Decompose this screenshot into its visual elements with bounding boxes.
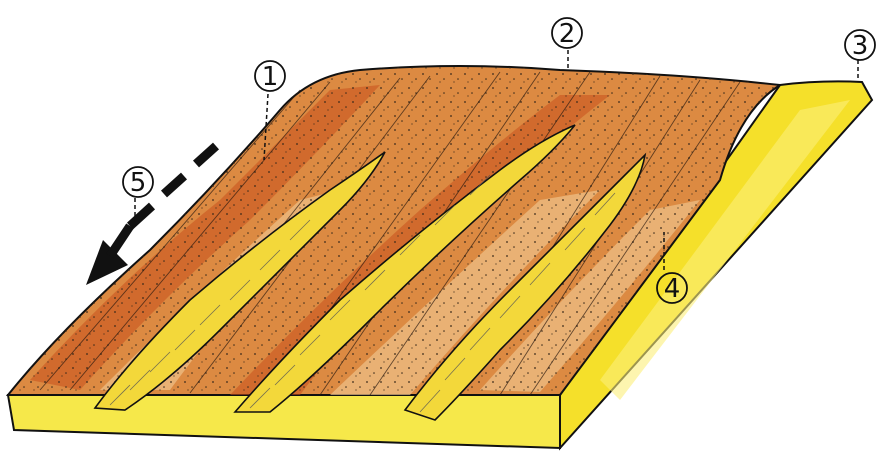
callout-5: 5 [123,167,153,198]
svg-text:1: 1 [262,62,279,92]
svg-text:5: 5 [130,168,147,198]
svg-text:3: 3 [852,31,869,61]
svg-text:4: 4 [664,274,681,304]
callout-1: 1 [255,61,285,92]
callout-3: 3 [845,30,875,61]
front-soil-face [8,395,560,448]
svg-text:2: 2 [559,19,576,49]
callout-2: 2 [552,18,582,49]
